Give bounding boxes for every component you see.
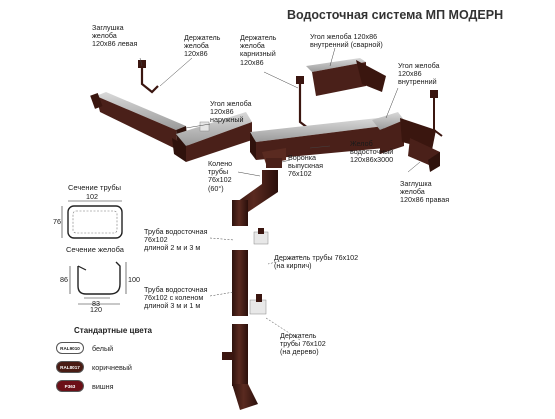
color-swatch: P363 bbox=[56, 380, 84, 392]
color-name: коричневый bbox=[92, 363, 132, 372]
cornice-holder-hook bbox=[296, 76, 309, 129]
label-pipe-with-elbow: Труба водосточная 76х102 с коленом длино… bbox=[144, 285, 208, 311]
gutter-section-drawing bbox=[69, 261, 127, 305]
label-outer-corner: Угол желоба 120х86 наружный bbox=[210, 99, 252, 125]
color-name: вишня bbox=[92, 382, 114, 391]
leader-lines bbox=[139, 47, 421, 341]
label-pipe-2m-3m: Труба водосточная 76х102 длиной 2 м и 3 … bbox=[144, 227, 208, 253]
pipe-section-height: 76 bbox=[53, 217, 61, 226]
gutter-section-right-height: 100 bbox=[128, 275, 140, 284]
gutter-section-bottom-outer: 120 bbox=[90, 305, 102, 314]
pipe-middle-piece bbox=[232, 250, 248, 316]
label-gutter: Желоб водосточный 120х86х3000 bbox=[350, 139, 394, 165]
label-end-cap-right: Заглушка желоба 120х86 правая bbox=[400, 179, 450, 205]
color-name: белый bbox=[92, 344, 114, 353]
label-end-cap-left: Заглушка желоба 120х86 левая bbox=[92, 23, 138, 49]
pipe-holder-wood bbox=[249, 294, 267, 315]
colors-title: Стандартные цвета bbox=[74, 326, 152, 335]
end-cap-right-piece bbox=[408, 138, 440, 172]
inner-corner-piece bbox=[372, 112, 436, 154]
pipe-section-title: Сечение трубы bbox=[68, 183, 122, 192]
label-outlet-funnel: Воронка выпускная 76х102 bbox=[288, 153, 323, 179]
pipe-section-width: 102 bbox=[86, 192, 98, 201]
gutter-holder-hook-left bbox=[138, 60, 159, 94]
gutter-middle-segment bbox=[250, 118, 384, 160]
label-cornice-holder: Держатель желоба карнизный 120х86 bbox=[240, 33, 277, 67]
pipe-lower-with-elbow bbox=[222, 324, 258, 410]
color-swatch: RAL8017 bbox=[56, 361, 84, 373]
pipe-upper-piece bbox=[232, 200, 248, 226]
page-title: Водосточная система МП МОДЕРН bbox=[287, 8, 504, 22]
color-swatch: RAL9010 bbox=[56, 342, 84, 354]
outlet-funnel-piece bbox=[262, 148, 286, 168]
outer-corner-piece bbox=[172, 112, 252, 162]
gutter-section-bottom-inner: 83 bbox=[92, 299, 100, 308]
pipe-holder-brick bbox=[253, 228, 269, 245]
pipe-section-drawing bbox=[61, 200, 123, 239]
label-inner-corner: Угол желоба 120х86 внутренний bbox=[398, 61, 440, 87]
label-pipe-holder-wood: Держатель трубы 76х102 (на дерево) bbox=[280, 331, 326, 357]
inner-corner-welded-piece bbox=[306, 58, 386, 96]
label-inner-corner-welded: Угол желоба 120х86 внутренний (сварной) bbox=[310, 32, 383, 50]
gutter-holder-hook-right bbox=[430, 90, 443, 137]
label-gutter-holder: Держатель желоба 120х86 bbox=[184, 33, 221, 59]
label-elbow: Колено трубы 76х102 (60°) bbox=[208, 159, 233, 193]
gutter-section-title: Сечение желоба bbox=[66, 245, 124, 254]
label-pipe-holder-brick: Держатель трубы 76х102 (на кирпич) bbox=[274, 253, 359, 271]
gutter-section-left-height: 86 bbox=[60, 275, 68, 284]
